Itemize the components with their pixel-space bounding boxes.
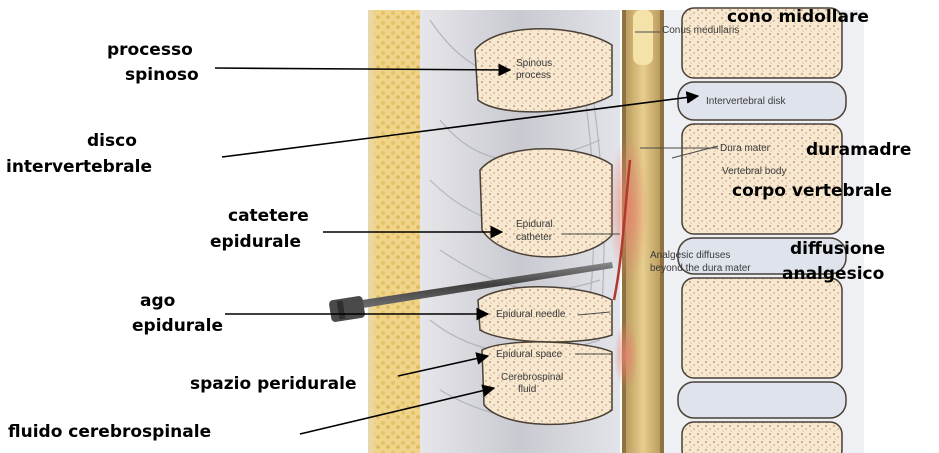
label-epidurale-1: epidurale bbox=[210, 232, 301, 252]
vertebral-body-3 bbox=[682, 278, 842, 378]
label-epidural-space: Epidural space bbox=[496, 349, 563, 360]
vertebral-body-4 bbox=[682, 422, 842, 453]
analgesic-cloud bbox=[608, 135, 648, 285]
label-analgesic-diffuses-1: Analgesic diffuses bbox=[650, 250, 730, 261]
conus-medullaris bbox=[633, 10, 653, 65]
label-epidural-needle: Epidural needle bbox=[496, 309, 566, 320]
label-diffusione: diffusione bbox=[790, 239, 885, 259]
label-duramadre: duramadre bbox=[806, 140, 911, 160]
label-dura-mater: Dura mater bbox=[720, 143, 771, 154]
label-cono-midollare: cono midollare bbox=[727, 7, 869, 27]
label-epidural-catheter-2: catheter bbox=[516, 232, 553, 243]
label-cerebrospinal-1: Cerebrospinal bbox=[501, 372, 563, 383]
label-spazio-peridurale: spazio peridurale bbox=[190, 374, 356, 394]
label-corpo-vertebrale: corpo vertebrale bbox=[732, 181, 892, 201]
label-epidurale-2: epidurale bbox=[132, 316, 223, 336]
intervertebral-disk-3 bbox=[678, 382, 846, 418]
label-disco: disco bbox=[87, 131, 137, 151]
label-epidural-catheter-1: Epidural bbox=[516, 219, 553, 230]
label-spinous-process-1: Spinous bbox=[516, 58, 552, 69]
dura-edge-right bbox=[660, 10, 664, 453]
label-processo: processo bbox=[107, 40, 193, 60]
label-fluido-cerebrospinale: fluido cerebrospinale bbox=[8, 422, 211, 442]
analgesic-cloud-2 bbox=[614, 320, 638, 390]
vertebral-bodies bbox=[678, 8, 846, 453]
label-intervertebral-disk: Intervertebral disk bbox=[706, 96, 786, 107]
label-spinoso: spinoso bbox=[125, 65, 199, 85]
needle-hub bbox=[328, 295, 365, 322]
label-cerebrospinal-2: fluid bbox=[518, 384, 536, 395]
label-ago: ago bbox=[140, 291, 175, 311]
label-intervertebrale: intervertebrale bbox=[6, 157, 152, 177]
label-analgesic-diffuses-2: beyond the dura mater bbox=[650, 263, 751, 274]
label-spinous-process-2: process bbox=[516, 70, 551, 81]
label-catetere: catetere bbox=[228, 206, 309, 226]
label-analgesico: analgesico bbox=[782, 264, 884, 284]
label-vertebral-body: Vertebral body bbox=[722, 166, 787, 177]
